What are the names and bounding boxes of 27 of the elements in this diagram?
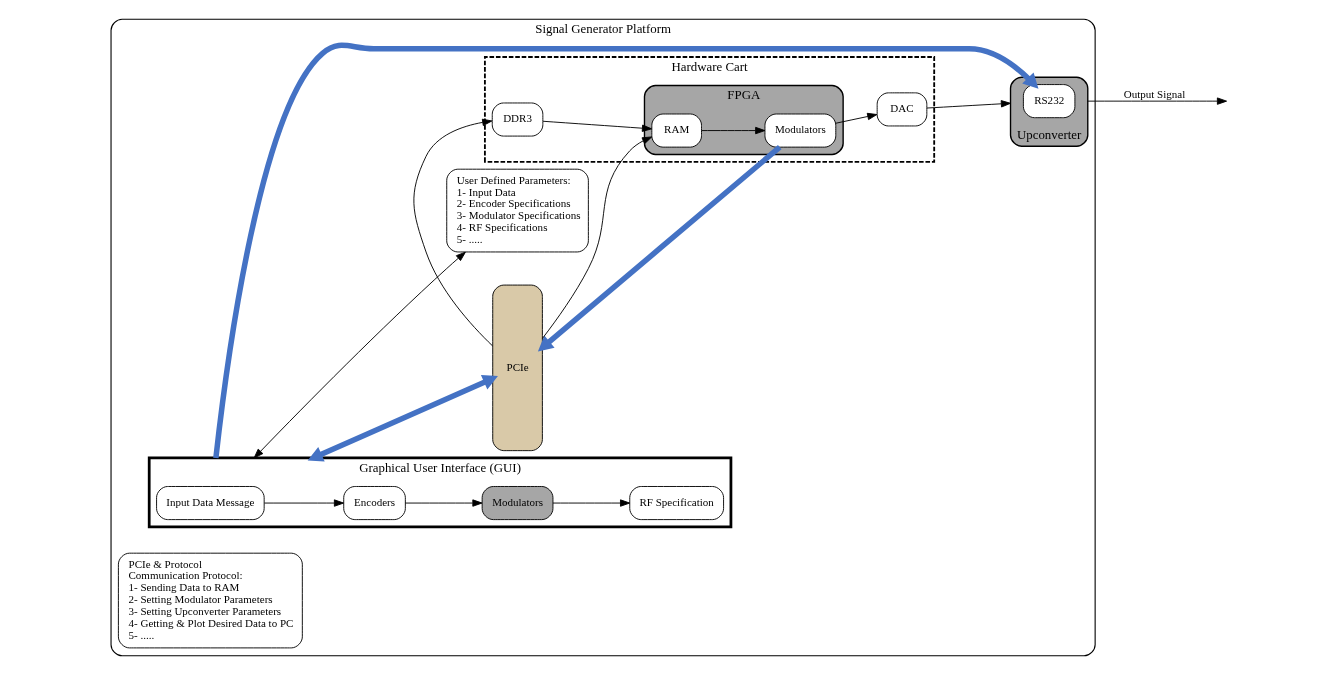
node-box: RAM [651, 113, 702, 148]
arrow [542, 136, 653, 339]
arrow [537, 145, 782, 352]
node-box: Modulators [481, 486, 554, 521]
node-box: User Defined Parameters: 1- Input Data 2- Encoder Specifications 3- Modulator Specifications 4- RF Specifications 5- ..... [446, 168, 589, 253]
node-box: DAC [876, 92, 928, 127]
edge-label: Output Signal [1123, 88, 1186, 100]
node-box: Input Data Message [156, 486, 265, 521]
arrow [701, 126, 766, 135]
node-box: PCIe [492, 284, 543, 452]
arrow [926, 100, 1011, 109]
arrow [213, 42, 1039, 459]
arrow [542, 120, 653, 132]
arrow [253, 251, 466, 459]
arrow [552, 499, 631, 507]
node-box: PCIe & Protocol Communication Protocol: 1- Sending Data to RAM 2- Setting Modulator Parameters 3- Setting Upconverter Parameters 4- Getting & Plot Desired Data to PC 5- ..... [117, 552, 303, 649]
arrow [835, 112, 878, 124]
arrow [264, 499, 345, 507]
node-box: Modulators [764, 113, 837, 148]
node-box: DDR3 [491, 102, 544, 137]
arrow [404, 499, 483, 507]
arrow [413, 118, 494, 347]
node-box: Encoders [343, 486, 406, 521]
node-box: RS232 [1022, 84, 1076, 119]
arrow [307, 375, 498, 462]
node-box: RF Specification [629, 486, 725, 521]
arrow [1087, 97, 1228, 105]
